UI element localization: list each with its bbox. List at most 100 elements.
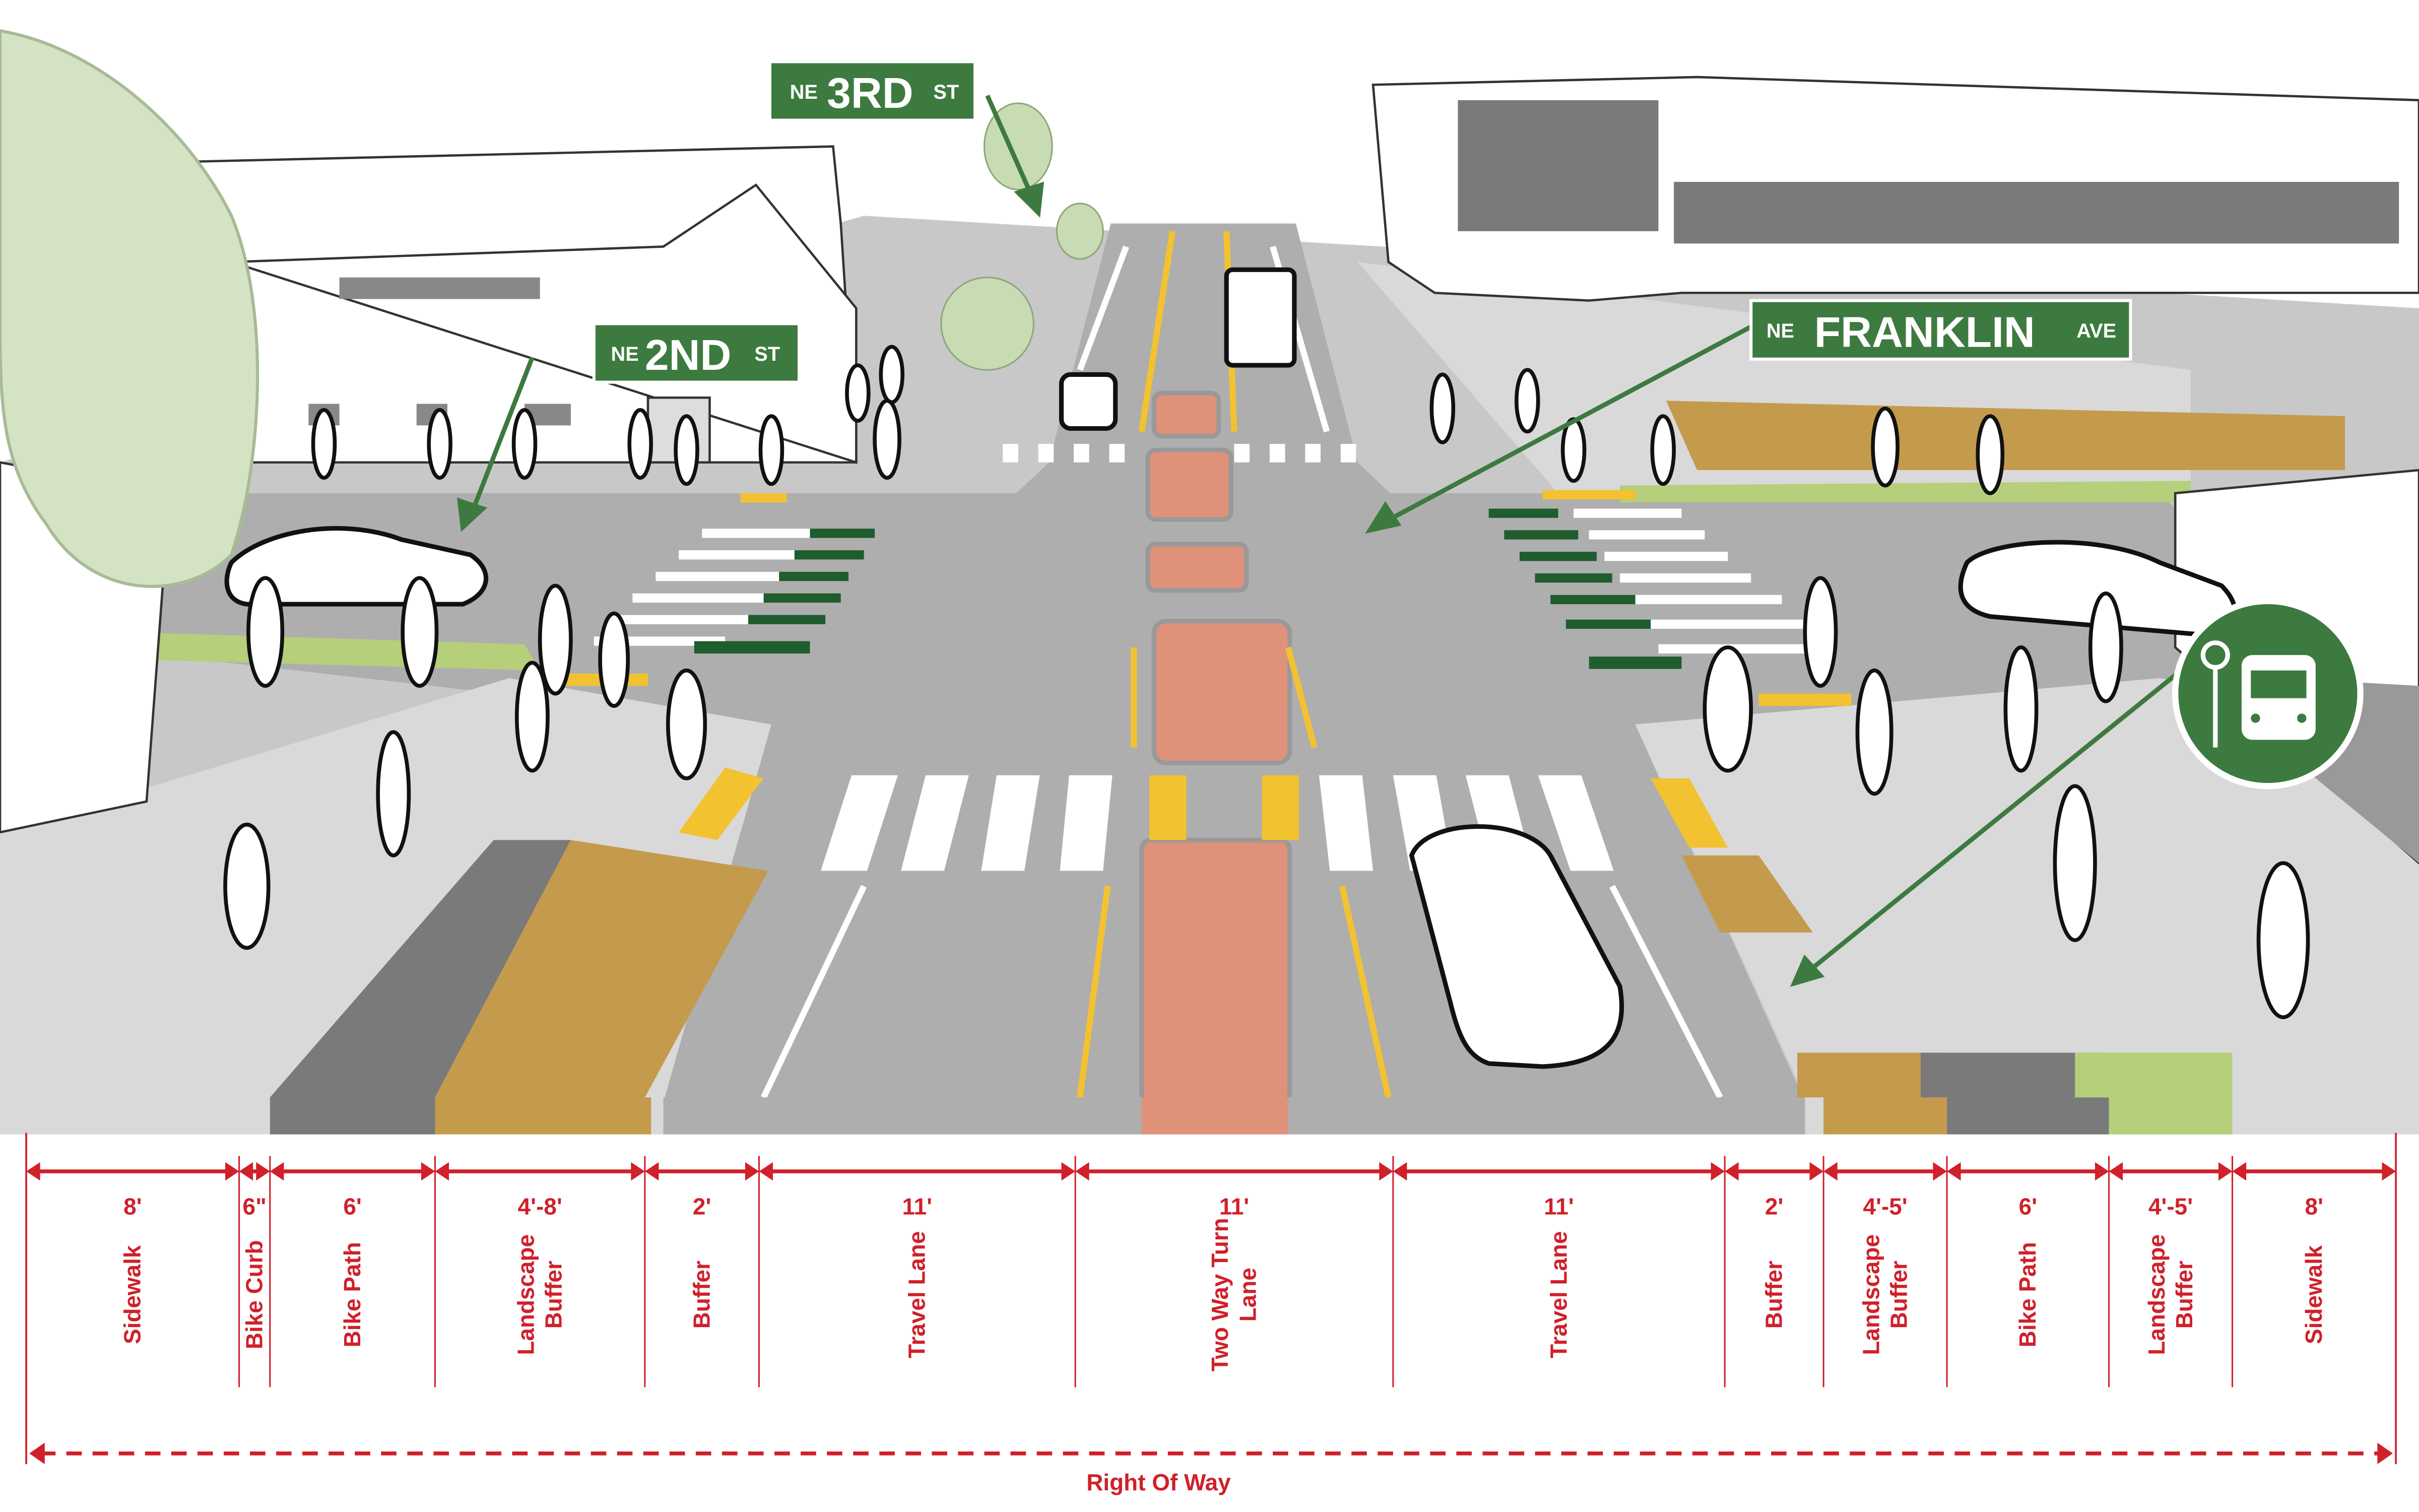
- segment-label: Sidewalk: [119, 1245, 146, 1344]
- right-of-way-label: Right Of Way: [1086, 1469, 1231, 1495]
- arrowhead: [631, 1162, 645, 1181]
- dimension-value: 11': [1544, 1194, 1574, 1220]
- segment-label: Landscape: [512, 1234, 539, 1355]
- sign-prefix: NE: [611, 343, 638, 365]
- sign-name: 2ND: [645, 331, 731, 379]
- segment-label: Buffer: [688, 1261, 714, 1329]
- arrowhead: [1809, 1162, 1824, 1181]
- arrowhead: [2232, 1162, 2247, 1181]
- crosswalk-east: [1488, 508, 1813, 669]
- segment-label: Bike Curb: [241, 1240, 267, 1349]
- dimension-segment: 6" Bike Curb: [239, 1162, 270, 1349]
- dimension-segment: 11'Travel Lane: [1393, 1162, 1725, 1358]
- segment-label: Two Way Turn: [1207, 1218, 1233, 1371]
- dimension-value: 6': [343, 1194, 361, 1220]
- arrowhead: [1933, 1162, 1947, 1181]
- sign-name: FRANKLIN: [1814, 308, 2035, 356]
- dimension-segment: 2' Buffer: [644, 1162, 759, 1329]
- far-right-landscape: [1666, 401, 2345, 471]
- arrowhead: [29, 1442, 45, 1465]
- segment-label: Sidewalk: [2301, 1245, 2327, 1344]
- segment-label: Buffer: [2171, 1261, 2197, 1329]
- sign-pointer-arrows: [457, 94, 2192, 987]
- arrowhead: [644, 1162, 659, 1181]
- sign-suffix: ST: [754, 343, 780, 365]
- arrowhead: [270, 1162, 284, 1181]
- arrowhead: [239, 1162, 253, 1181]
- crosswalk-yellow-pads: [555, 490, 1852, 848]
- cross-section-dimensions: 8' Sidewalk 6" Bike Curb 6' Bike Path 4'-8' Lan…: [25, 1133, 2397, 1495]
- arrowhead: [1947, 1162, 1961, 1181]
- street-sign-ne-2nd-st: NE 2ND ST: [592, 322, 801, 384]
- dimension-segment: 11' Travel Lane: [759, 1162, 1076, 1358]
- right-landscape-patch: [1681, 855, 1813, 933]
- segment-label: Buffer: [540, 1261, 566, 1329]
- dimension-value: 8': [2305, 1194, 2323, 1220]
- dimension-value: 11': [1219, 1194, 1249, 1220]
- dimension-segment: 8' Sidewalk: [2232, 1162, 2396, 1344]
- segment-label: Lane: [1234, 1268, 1261, 1322]
- arrowhead: [2095, 1162, 2109, 1181]
- arrowhead: [1725, 1162, 1739, 1181]
- tree-canopy: [0, 29, 259, 588]
- dimension-segment: 6' Bike Path: [270, 1162, 435, 1347]
- left-bike-path: [270, 840, 571, 1098]
- arrowhead: [421, 1162, 435, 1181]
- dimension-segment: 2' Buffer: [1725, 1162, 1824, 1329]
- median-turn-lane: [1139, 390, 1292, 1104]
- far-right-planting: [1619, 481, 2191, 503]
- dimension-value: 2': [1765, 1194, 1783, 1220]
- pedestrians: [223, 345, 2310, 1019]
- sign-prefix: NE: [1767, 320, 1794, 342]
- section-base-strip: [0, 1053, 2419, 1135]
- arrowhead: [2377, 1442, 2393, 1465]
- arrowhead: [759, 1162, 773, 1181]
- arrowhead: [1379, 1162, 1393, 1181]
- bus: [1224, 267, 1297, 368]
- segment-label: Travel Lane: [904, 1231, 930, 1358]
- sign-prefix: NE: [790, 81, 818, 103]
- sign-suffix: AVE: [2076, 320, 2116, 342]
- arrowhead: [1075, 1162, 1089, 1181]
- segment-label: Bike Path: [2014, 1242, 2041, 1347]
- segment-label: Buffer: [1885, 1261, 1912, 1329]
- dimension-value: 4'-5': [2148, 1194, 2193, 1220]
- dimension-value: 8': [123, 1194, 142, 1220]
- dimension-value: 2': [693, 1194, 711, 1220]
- left-landscape-buffer: [435, 840, 768, 1098]
- sign-name: 3RD: [827, 69, 913, 117]
- arrowhead: [256, 1162, 270, 1181]
- segment-label: Buffer: [1760, 1261, 1787, 1329]
- street-sign-ne-franklin-ave: NE FRANKLIN AVE: [1749, 299, 2132, 361]
- arrowhead: [225, 1162, 239, 1181]
- arrowhead: [745, 1162, 759, 1181]
- arrowhead: [2218, 1162, 2233, 1181]
- arrowhead: [435, 1162, 449, 1181]
- arrowhead: [2109, 1162, 2123, 1181]
- right-sidewalk: [1635, 678, 2419, 1098]
- crosswalk-north: [1003, 444, 1356, 463]
- dimension-segment: 6' Bike Path: [1947, 1162, 2109, 1347]
- dimension-segment: 8' Sidewalk: [26, 1162, 239, 1344]
- segment-label: Bike Path: [339, 1242, 365, 1347]
- dimension-value: 6': [2019, 1194, 2037, 1220]
- bus-stop-icon: [2172, 598, 2364, 790]
- arrowhead: [2382, 1162, 2396, 1181]
- dimension-value: 6": [243, 1194, 267, 1220]
- dimension-value: 4'-8': [518, 1194, 562, 1220]
- vehicles: [224, 267, 2238, 1069]
- building-right: [1371, 76, 2419, 302]
- arrowhead: [26, 1162, 40, 1181]
- segment-label: Landscape: [1858, 1234, 1884, 1355]
- dimension-value: 11': [902, 1194, 932, 1220]
- street-sign-ne-3rd-st: NE 3RD ST: [768, 60, 977, 122]
- dimension-value: 4'-5': [1863, 1194, 1907, 1220]
- arrowhead: [1711, 1162, 1725, 1181]
- right-of-way: Right Of Way: [29, 1442, 2393, 1495]
- sign-suffix: ST: [933, 81, 959, 103]
- car-foreground: [1409, 824, 1624, 1069]
